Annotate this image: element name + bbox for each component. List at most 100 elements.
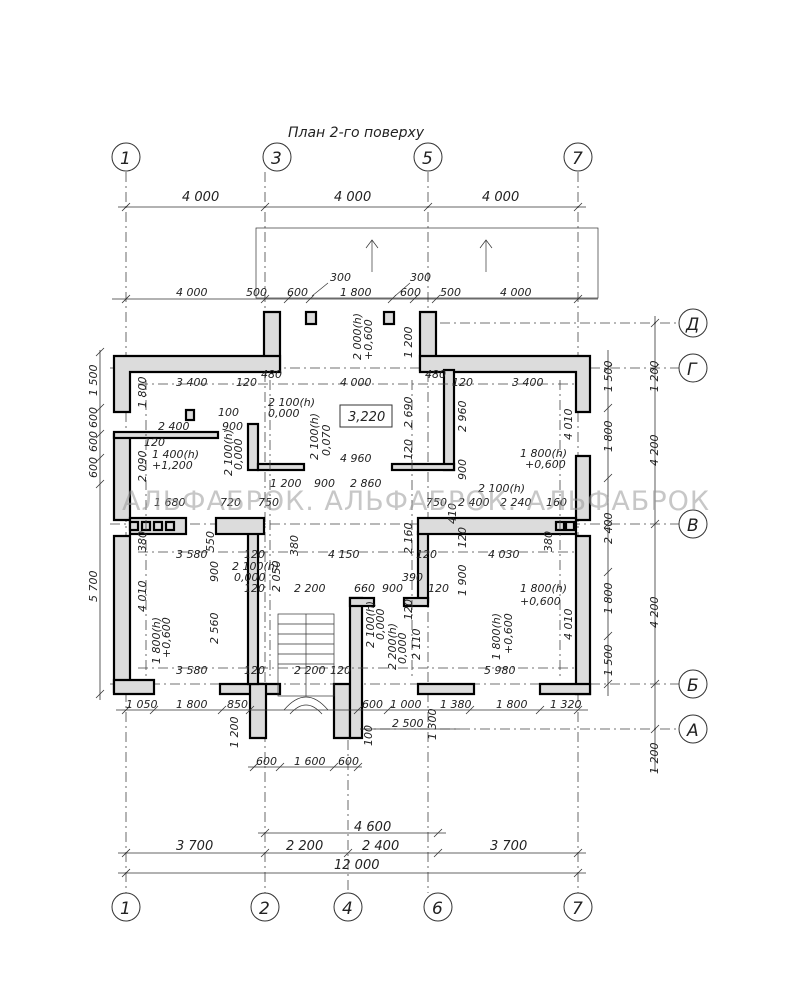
axis-label-right-v: В [687,516,699,536]
dimension-label: +1,200 [152,459,193,472]
dimension-label: 0,000 [396,633,409,665]
dimension-label: 1 320 [550,698,582,711]
dimension-label: 1 500 [87,365,100,397]
dimension-label: 0,000 [232,439,245,471]
dimension-label: 2 560 [208,613,221,645]
axis-label-top-1: 1 [120,149,131,169]
room-dims-row-7: 900 2 100(h) 0,000 2 050 390 1 900 120 1… [208,560,567,608]
dimension-label: 1 200 [648,361,661,393]
dimension-label: 1 200 [402,327,415,359]
dimension-label: 100 [362,725,375,746]
dimension-label: 600 [256,755,277,768]
axis-label-bottom-6: 6 [432,899,443,919]
dimension-label: 2 000(h) [351,313,364,360]
room-dims-row-8: 120 2 200 660 900 120 4 010 2 560 1 800(… [136,581,575,671]
dimension-label: 410 [446,503,459,524]
room-dims-row-2: 1 800 2 960 4 010 2 690 1 200 2 000(h) +… [136,313,575,440]
top-dimension-row-2: 4 000 500 600 1 800 600 500 4 000 300 30… [112,271,598,304]
watermark: АЛЬФАБРОК. АЛЬФАБРОК. АЛЬФАБРОК [122,486,710,517]
axis-label-bottom-4: 4 [342,899,353,919]
dimension-label: 2 200 [294,582,326,595]
dimension-label: 550 [204,531,217,552]
dimension-label: 2 090 [136,451,149,483]
dim-top2-2: 500 [246,286,267,299]
dimension-label: 900 [382,582,403,595]
bottom-dimension-row-mid: 4 600 [258,820,446,838]
dimension-label: 2 200 [286,839,323,854]
dimension-label: 1 800 [136,377,149,409]
dimension-label: 5 980 [484,664,516,677]
dimension-label: 1 200 [270,477,302,490]
room-dims-row-1: 3 400 120 480 4 000 480 120 3 400 [176,368,544,389]
interior-dashed-lines [138,380,576,676]
dimension-label: 1 800(h) [520,447,567,460]
dimension-label: 480 [261,368,282,381]
dimension-label: 600 [338,755,359,768]
dimension-label: 1 680 [154,496,186,509]
dim-top2-1: 4 000 [176,286,208,299]
dimension-label: 120 [452,376,473,389]
dimension-label: 4 010 [562,609,575,641]
axis-markers-bottom: 1 2 4 6 7 [111,892,593,922]
dimension-label: 120 [236,376,257,389]
dimension-label: 4 600 [354,820,391,835]
dimension-label: 2 240 [500,496,532,509]
dimension-label: 2 400 [602,513,615,545]
dimension-label: 1 000 [390,698,422,711]
dimension-label: 750 [426,496,447,509]
dimension-label: 4 030 [488,548,520,561]
dimension-label: 660 [354,582,375,595]
bottom-dimension-row-axes: 3 700 2 200 2 400 3 700 [118,839,586,858]
dimension-label: 380 [136,531,149,552]
dim-top-small-2: 300 [410,271,431,284]
dimension-label: 2 200(h) [386,623,399,670]
dim-top2-7: 4 000 [500,286,532,299]
terrace-outline [255,227,599,299]
dimension-label: 120 [456,527,469,548]
dimension-label: 1 500 [602,361,615,393]
dimension-label: 160 [546,496,567,509]
dimension-label: 2 960 [456,401,469,433]
level-marker: 3,220 [339,404,393,428]
dimension-label: 1 050 [126,698,158,711]
level-value: 3,220 [348,410,385,425]
dimension-label: 2 100(h) [308,413,321,460]
dim-top2-4: 1 800 [340,286,372,299]
bottom-dimension-row-a: 2 500 1 300 1 200 100 [228,709,460,749]
dimension-label: +0,600 [520,595,561,608]
dimension-label: 1 200 [228,717,241,749]
dimension-label: 2 100(h) [268,396,315,409]
dimension-label: 12 000 [334,858,380,873]
plan-title: План 2-го поверху [288,125,425,141]
dimension-label: 0,000 [268,407,300,420]
dimension-label: 3 580 [176,664,208,677]
dimension-label: 4 150 [328,548,360,561]
dimension-label: 5 700 [87,571,100,603]
dimension-label: 2 400 [158,420,190,433]
axis-label-top-7: 7 [572,149,583,169]
exterior-walls [112,310,592,740]
dimension-label: 850 [227,698,248,711]
axis-label-bottom-7: 7 [572,899,583,919]
dimension-label: 390 [402,571,423,584]
dimension-label: 2 050 [270,561,283,593]
bottom-dimension-total: 12 000 [118,858,586,878]
dim-top2-6: 500 [440,286,461,299]
dim-top-2: 4 000 [334,190,371,205]
room-dims-row-3: 2 100(h) 0,000 100 900 2 400 120 1 400(h… [136,396,315,482]
dimension-label: 600 [362,698,383,711]
dimension-label: 900 [222,420,243,433]
dimension-label: 120 [428,582,449,595]
dimension-label: 3 700 [176,839,213,854]
dimension-label: 0,000 [234,571,266,584]
dimension-label: 1 400(h) [152,448,199,461]
dimension-label: 4 200 [648,435,661,467]
dimension-label: 1 800(h) [150,617,163,664]
dimension-label: 1 800(h) [520,582,567,595]
dimension-label: 3 580 [176,548,208,561]
dimension-label: 120 [402,439,415,460]
left-dimensions: 1 500 600 600 600 5 700 [87,347,105,700]
dimension-label: 4 200 [648,597,661,629]
dim-top-3: 4 000 [482,190,519,205]
axis-label-bottom-2: 2 [259,899,270,919]
